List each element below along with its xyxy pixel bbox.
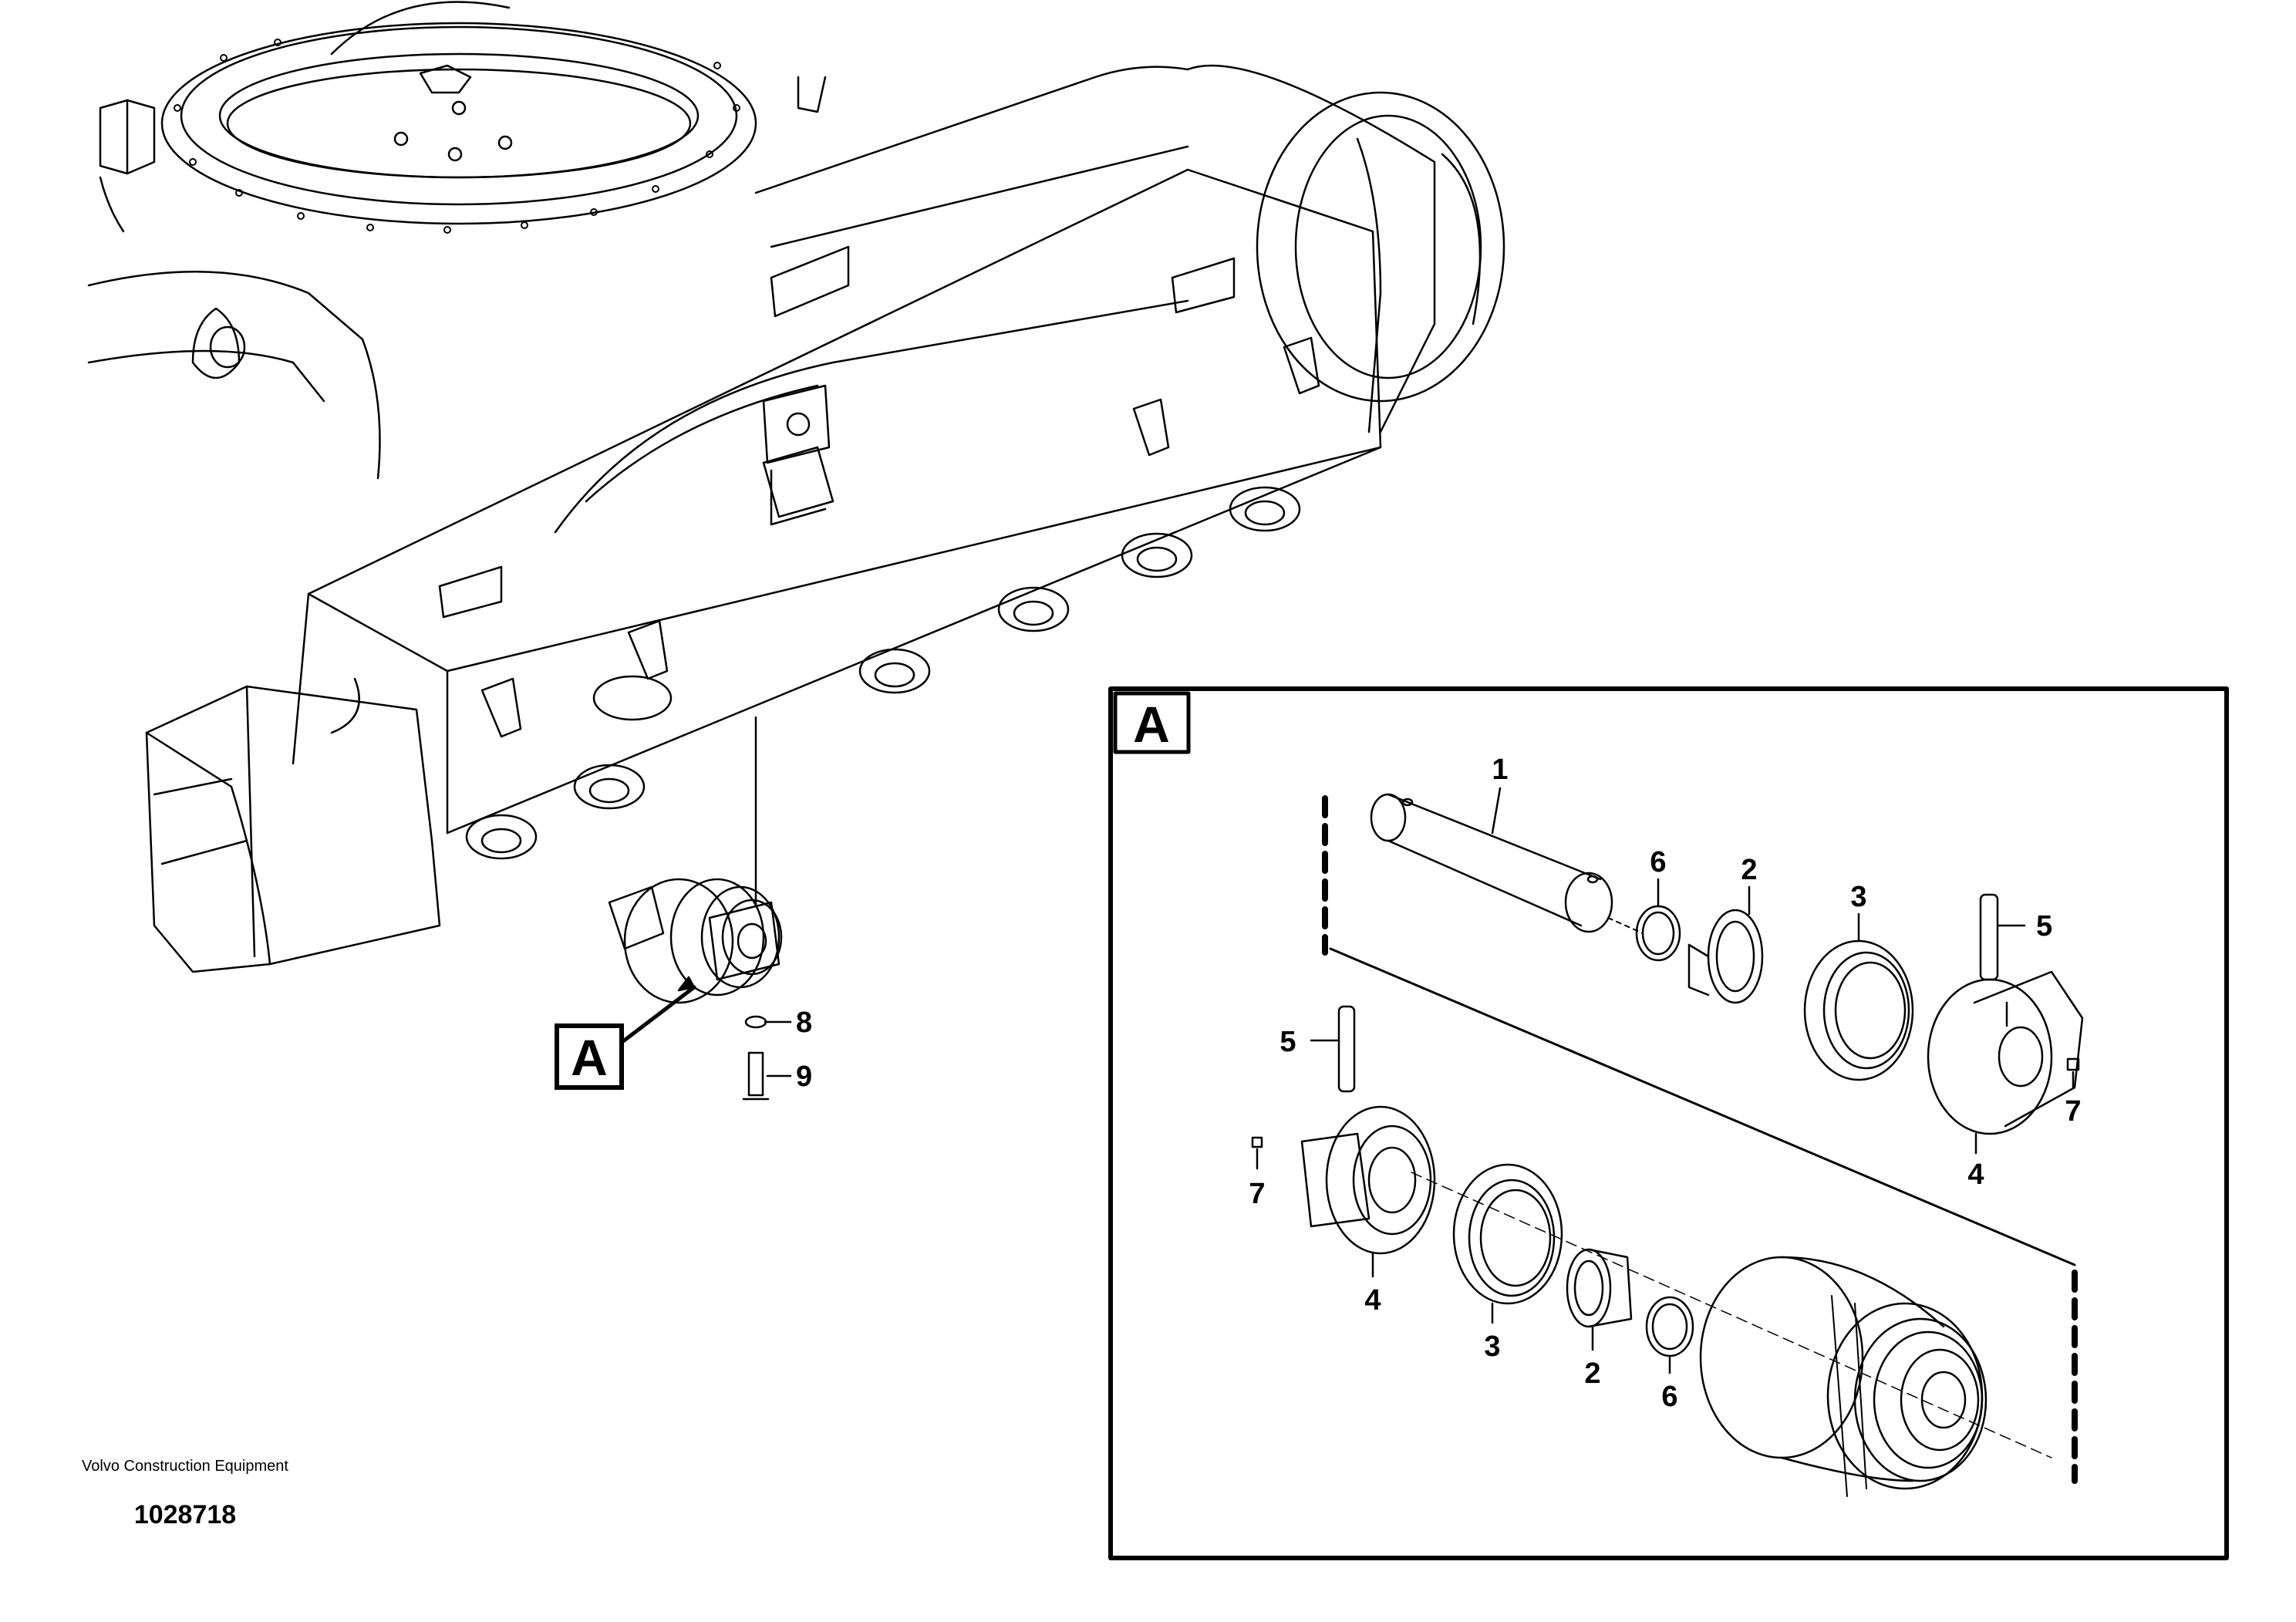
- detail-view-frame: [1108, 686, 2229, 1560]
- detail-marker-box: [555, 1023, 624, 1090]
- callout-5-right: 5: [2036, 910, 2052, 943]
- part-7-plug-right: [2066, 1057, 2080, 1089]
- callout-7-right: 7: [2065, 1095, 2081, 1128]
- drawing-id: 1028718: [133, 1500, 237, 1529]
- part-2-bushing-bottom: [1566, 1248, 1633, 1351]
- part-5-pin-right: [1979, 893, 2026, 981]
- detail-view-callouts: A 1 6 2 3 5 7 4 5 7 4 3 2 6: [1133, 696, 2081, 1413]
- part-3-seal-top: [1803, 939, 1914, 1081]
- callout-4-left: 4: [1364, 1284, 1381, 1317]
- part-2-bushing-top: [1687, 909, 1764, 1004]
- callout-4-right: 4: [1967, 1158, 1984, 1191]
- callout-8: 8: [796, 1007, 812, 1039]
- track-roller-detail: [1699, 1256, 1988, 1497]
- callout-6-top: 6: [1650, 846, 1666, 878]
- part-6-oring-bottom: [1645, 1296, 1694, 1374]
- callout-2-top: 2: [1741, 854, 1757, 886]
- detail-view-title-box: [1113, 691, 1191, 754]
- callout-6-bottom: 6: [1661, 1381, 1677, 1413]
- bottom-rollers: [465, 486, 1301, 860]
- callout-3-top: 3: [1850, 881, 1866, 913]
- callout-5-left: 5: [1279, 1026, 1296, 1058]
- track-roller-assembly: [608, 716, 783, 1101]
- company-name: Volvo Construction Equipment: [82, 1458, 288, 1475]
- callout-3-bottom: 3: [1484, 1330, 1500, 1363]
- callout-1: 1: [1492, 754, 1508, 786]
- exploded-axis-frame: [1322, 795, 2078, 1484]
- detail-view-title: A: [1133, 696, 1170, 753]
- part-4-collar-right: [1927, 970, 2084, 1135]
- callout-9: 9: [796, 1061, 812, 1093]
- part-7-plug-left: [1251, 1136, 1263, 1170]
- callout-7-left: 7: [1249, 1178, 1265, 1210]
- callout-2-bottom: 2: [1584, 1357, 1600, 1390]
- part-4-collar-left: [1300, 1105, 1436, 1278]
- part-3-seal-bottom: [1452, 1163, 1563, 1324]
- detail-marker-label: A: [571, 1029, 608, 1086]
- part-5-pin-left: [1310, 1005, 1356, 1093]
- main-view-callouts: A 8 9: [555, 1007, 812, 1093]
- exploded-centerline: [1411, 1172, 2052, 1458]
- undercarriage-frame: [87, 1, 1505, 973]
- part-1-shaft: [1370, 793, 1644, 934]
